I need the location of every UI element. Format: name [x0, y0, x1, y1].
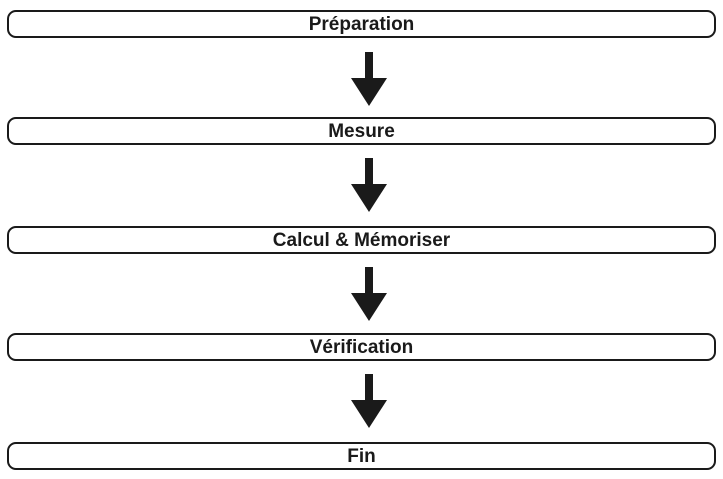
step-fin: Fin [7, 442, 716, 470]
arrow-down-icon [351, 158, 387, 212]
step-verification: Vérification [7, 333, 716, 361]
arrow-down-icon [351, 267, 387, 321]
step-label-calcul-memoriser: Calcul & Mémoriser [272, 229, 451, 251]
step-label-verification: Vérification [309, 336, 414, 358]
step-label-preparation: Préparation [308, 13, 415, 35]
step-mesure: Mesure [7, 117, 716, 145]
step-preparation: Préparation [7, 10, 716, 38]
arrow-down-icon [351, 374, 387, 428]
arrow-down-icon [351, 52, 387, 106]
step-label-mesure: Mesure [328, 120, 395, 142]
step-calcul-memoriser: Calcul & Mémoriser [7, 226, 716, 254]
step-label-fin: Fin [347, 445, 376, 467]
